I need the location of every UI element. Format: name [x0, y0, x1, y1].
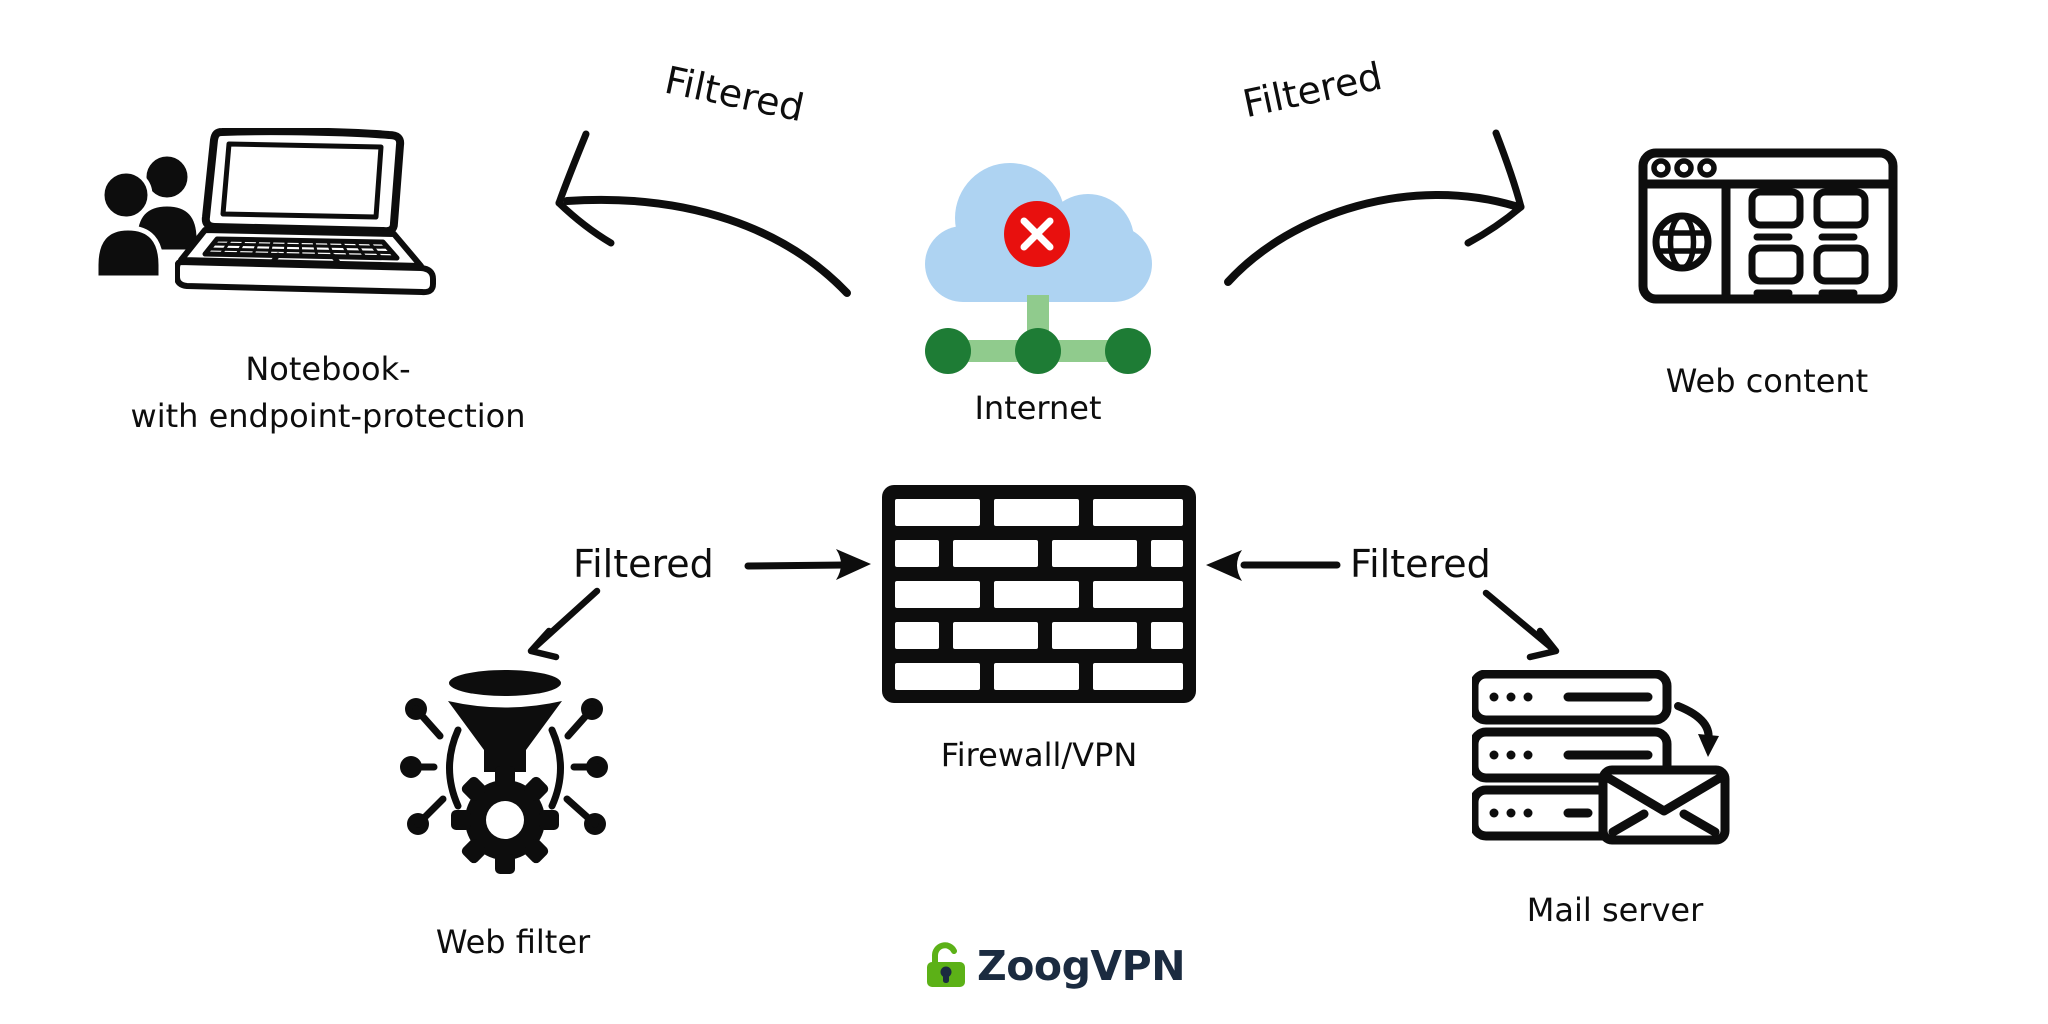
firewall-icon	[882, 485, 1196, 703]
brand-logo: ZoogVPN	[924, 942, 1186, 990]
arrow-filtered-left-to-firewall	[744, 549, 871, 580]
users-icon	[95, 152, 202, 280]
edge-label-mail-server-to-firewall: Filtered	[1350, 542, 1491, 586]
edge-label-internet-to-notebook: Filtered	[660, 57, 808, 131]
firewall-label: Firewall/VPN	[940, 736, 1138, 774]
funnel-body	[448, 701, 562, 772]
node-internet	[920, 150, 1156, 380]
funnel-gear-icon	[400, 670, 608, 874]
envelope-icon	[1598, 765, 1730, 845]
internet-label: Internet	[974, 389, 1102, 427]
brand-name: ZoogVPN	[977, 942, 1186, 990]
mail-server-label: Mail server	[1526, 891, 1704, 929]
content-cards-icon	[1748, 188, 1869, 297]
network-nodes	[925, 328, 1151, 374]
funnel-top	[449, 670, 561, 696]
node-mail-server	[1472, 670, 1730, 846]
node-web-filter	[400, 668, 612, 876]
web-filter-label: Web filter	[435, 923, 591, 961]
arrow-filtered-to-web-filter	[527, 587, 601, 661]
node-firewall	[882, 485, 1196, 703]
gear-icon	[451, 766, 559, 874]
laptop-icon	[175, 128, 437, 322]
padlock-icon	[927, 942, 965, 987]
server-stack-icon	[1472, 670, 1730, 845]
globe-icon	[1652, 212, 1712, 272]
notebook-label-line1: Notebook-	[245, 350, 411, 388]
arrow-filtered-to-mail-server	[1482, 589, 1560, 661]
browser-icon	[1638, 148, 1898, 304]
right-arc	[548, 726, 564, 810]
left-arc	[446, 726, 462, 810]
edge-label-internet-to-web-content: Filtered	[1238, 53, 1386, 127]
edge-label-web-filter-to-firewall: Filtered	[573, 542, 714, 586]
node-notebook	[95, 152, 210, 280]
arrow-filtered-right-to-firewall	[1206, 550, 1341, 581]
curved-arrow-to-notebook	[555, 130, 851, 297]
blocked-x-icon	[1004, 201, 1070, 267]
curved-arrow-to-web-content	[1224, 129, 1525, 286]
node-web-content	[1638, 148, 1898, 304]
web-content-label: Web content	[1665, 362, 1869, 400]
window-dots-icon	[1651, 158, 1717, 178]
notebook-label: Notebook- with endpoint-protection	[118, 346, 538, 440]
notebook-label-line2: with endpoint-protection	[130, 397, 526, 435]
